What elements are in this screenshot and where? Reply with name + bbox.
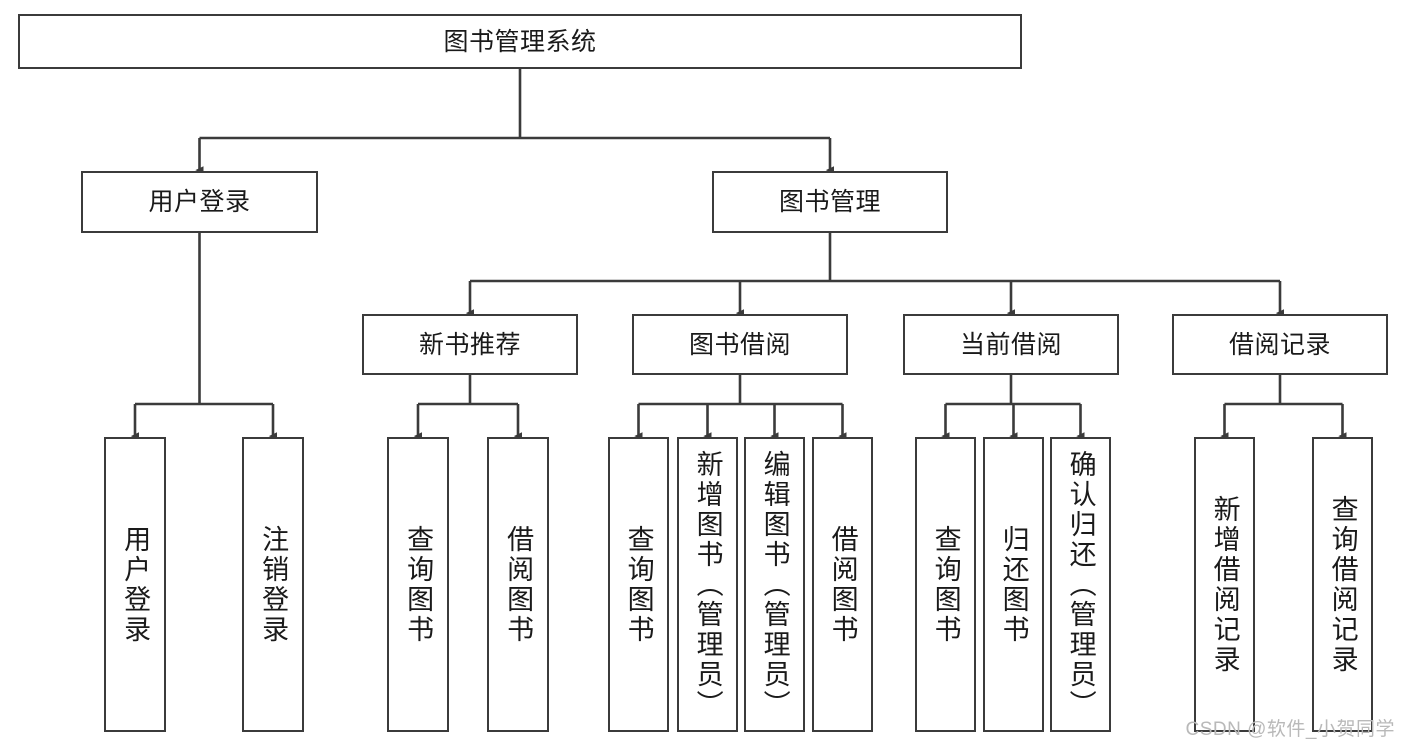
node-borrow-d[interactable]: 借阅图书 [812,437,873,732]
node-label: 图书借阅 [688,330,791,359]
node-borrow-b[interactable]: 新增图书（管理员） [677,437,738,732]
node-label: 查询借阅记录 [1327,494,1358,675]
node-label: 新增借阅记录 [1209,494,1240,675]
node-records[interactable]: 借阅记录 [1172,314,1388,375]
node-label: 借阅图书 [827,524,858,645]
node-records-b[interactable]: 查询借阅记录 [1312,437,1373,732]
node-root[interactable]: 图书管理系统 [18,14,1022,69]
node-bookmgmt[interactable]: 图书管理 [712,171,948,233]
node-label: 图书管理系统 [443,27,597,56]
node-label: 当前借阅 [959,330,1062,359]
node-label: 归还图书 [998,524,1029,645]
node-newbook-a[interactable]: 查询图书 [387,437,449,732]
node-label: 确认归还（管理员） [1065,449,1096,720]
node-label: 新增图书（管理员） [692,449,723,720]
node-newbook-b[interactable]: 借阅图书 [487,437,549,732]
node-label: 查询图书 [623,524,654,645]
node-borrow[interactable]: 图书借阅 [632,314,848,375]
node-current-c[interactable]: 确认归还（管理员） [1050,437,1111,732]
node-current-a[interactable]: 查询图书 [915,437,976,732]
node-label: 图书管理 [778,188,881,216]
node-label: 借阅记录 [1228,330,1331,359]
node-login-b[interactable]: 注销登录 [242,437,304,732]
node-borrow-a[interactable]: 查询图书 [608,437,669,732]
node-label: 新书推荐 [418,330,521,359]
node-label: 注销登录 [258,524,289,645]
node-records-a[interactable]: 新增借阅记录 [1194,437,1255,732]
node-current-b[interactable]: 归还图书 [983,437,1044,732]
node-label: 借阅图书 [503,524,534,645]
node-label: 查询图书 [930,524,961,645]
node-current[interactable]: 当前借阅 [903,314,1119,375]
node-label: 用户登录 [120,524,151,645]
node-borrow-c[interactable]: 编辑图书（管理员） [744,437,805,732]
node-login-a[interactable]: 用户登录 [104,437,166,732]
node-label: 用户登录 [148,188,251,216]
node-label: 查询图书 [403,524,434,645]
node-label: 编辑图书（管理员） [759,449,790,720]
csdn-watermark: CSDN @软件_小贺同学 [1185,719,1395,740]
node-login[interactable]: 用户登录 [81,171,318,233]
node-newbook[interactable]: 新书推荐 [362,314,578,375]
